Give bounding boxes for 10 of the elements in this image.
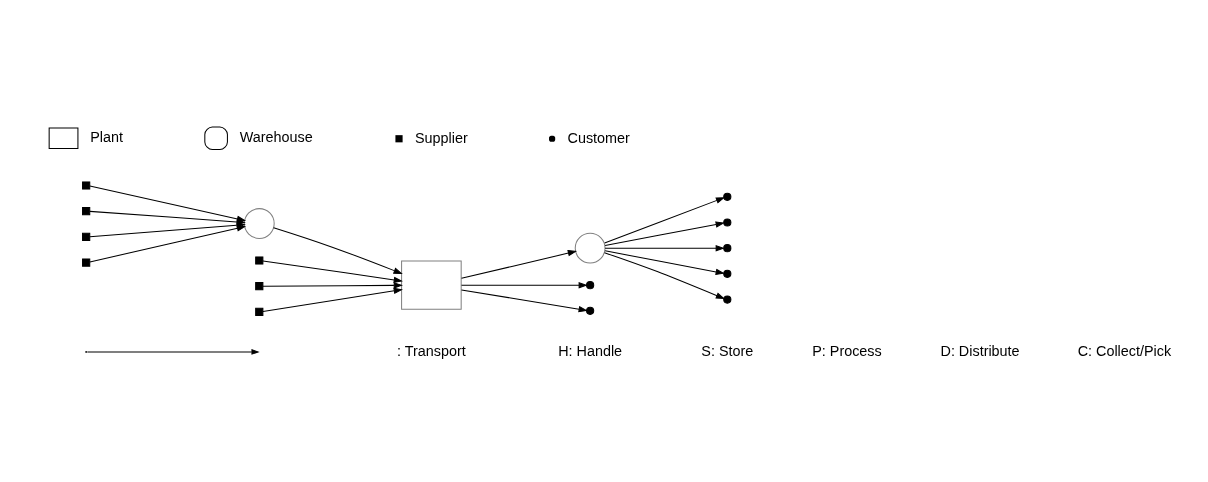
- label: C: Collect/Pick: [1077, 342, 1172, 359]
- legend-label: Customer: [567, 129, 630, 146]
- label: S: Store: [701, 342, 754, 359]
- label: P: Process: [812, 342, 882, 359]
- legend-label: Supplier: [414, 129, 468, 146]
- label: H: Handle: [558, 342, 623, 359]
- legend-label: Plant: [90, 128, 124, 145]
- legend-label: Warehouse: [239, 128, 313, 145]
- label: D: Distribute: [940, 342, 1020, 359]
- legend-label: : Transport: [397, 342, 466, 359]
